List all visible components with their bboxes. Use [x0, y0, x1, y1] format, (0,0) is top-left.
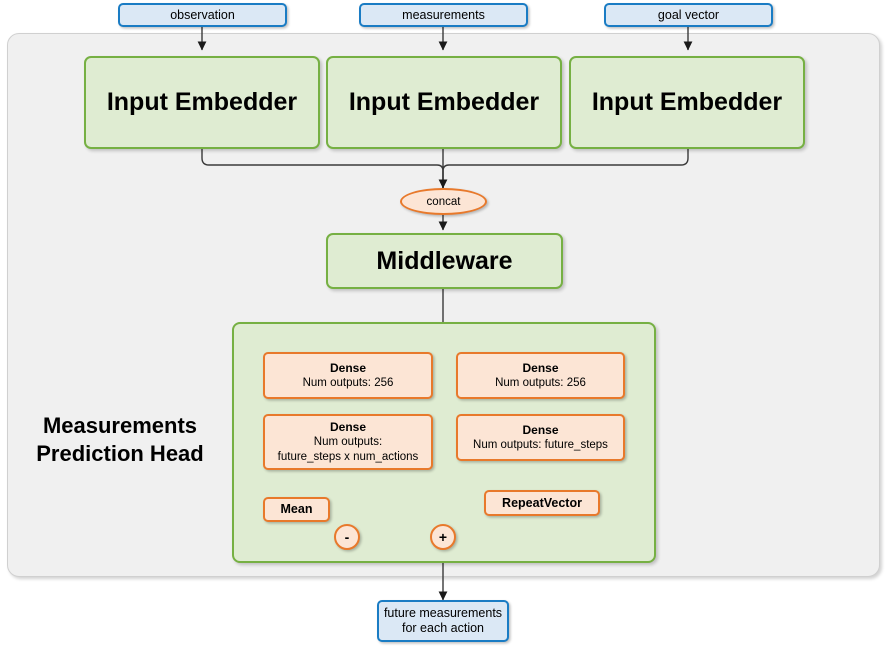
mean-node[interactable]: Mean	[263, 497, 330, 522]
output-label-line-1: future measurements	[383, 606, 503, 620]
dense-right-2[interactable]: Dense Num outputs: future_steps	[456, 414, 625, 461]
repeat-vector-node[interactable]: RepeatVector	[484, 490, 600, 516]
middleware-label: Middleware	[376, 246, 513, 275]
subtract-operator[interactable]: -	[334, 524, 360, 550]
input-embedder-observation[interactable]: Input Embedder	[84, 56, 320, 149]
input-embedder-label-2: Input Embedder	[348, 88, 540, 116]
input-embedder-label-1: Input Embedder	[106, 88, 298, 116]
output-box-future-measurements[interactable]: future measurements for each action	[377, 600, 509, 642]
repeat-vector-label: RepeatVector	[502, 495, 582, 510]
mean-label: Mean	[280, 502, 313, 516]
concat-label: concat	[426, 195, 461, 208]
add-operator[interactable]: +	[430, 524, 456, 550]
input-label-goal-vector: goal vector	[657, 7, 720, 22]
dense-right-1-sub: Num outputs: 256	[495, 376, 586, 389]
dense-left-2-title: Dense	[329, 419, 367, 434]
dense-left-1-title: Dense	[329, 360, 367, 375]
input-label-measurements: measurements	[402, 7, 485, 22]
dense-left-1-sub: Num outputs: 256	[302, 376, 394, 389]
input-embedder-measurements[interactable]: Input Embedder	[326, 56, 562, 149]
dense-left-2-sub-line-2: future_steps x num_actions	[277, 450, 419, 463]
subtract-operator-label: -	[344, 529, 350, 545]
dense-left-2[interactable]: Dense Num outputs: future_steps x num_ac…	[263, 414, 433, 470]
head-label-line-1: Measurements	[42, 413, 198, 438]
dense-right-2-sub: Num outputs: future_steps	[473, 438, 608, 451]
input-box-measurements[interactable]: measurements	[359, 3, 528, 27]
head-label-line-2: Prediction Head	[36, 441, 204, 466]
concat-node[interactable]: concat	[400, 188, 487, 215]
dense-right-2-title: Dense	[522, 422, 559, 437]
dense-right-1[interactable]: Dense Num outputs: 256	[456, 352, 625, 399]
input-embedder-goal-vector[interactable]: Input Embedder	[569, 56, 805, 149]
middleware-node[interactable]: Middleware	[326, 233, 563, 289]
add-operator-label: +	[438, 529, 448, 545]
dense-left-1[interactable]: Dense Num outputs: 256	[263, 352, 433, 399]
output-label-line-2: for each action	[402, 621, 484, 635]
input-label-observation: observation	[170, 7, 235, 22]
dense-right-1-title: Dense	[522, 360, 559, 375]
input-embedder-label-3: Input Embedder	[591, 88, 783, 116]
input-box-observation[interactable]: observation	[118, 3, 287, 27]
dense-left-2-sub-line-1: Num outputs:	[313, 435, 383, 448]
measurements-prediction-head-label: Measurements Prediction Head	[20, 412, 220, 468]
input-box-goal-vector[interactable]: goal vector	[604, 3, 773, 27]
